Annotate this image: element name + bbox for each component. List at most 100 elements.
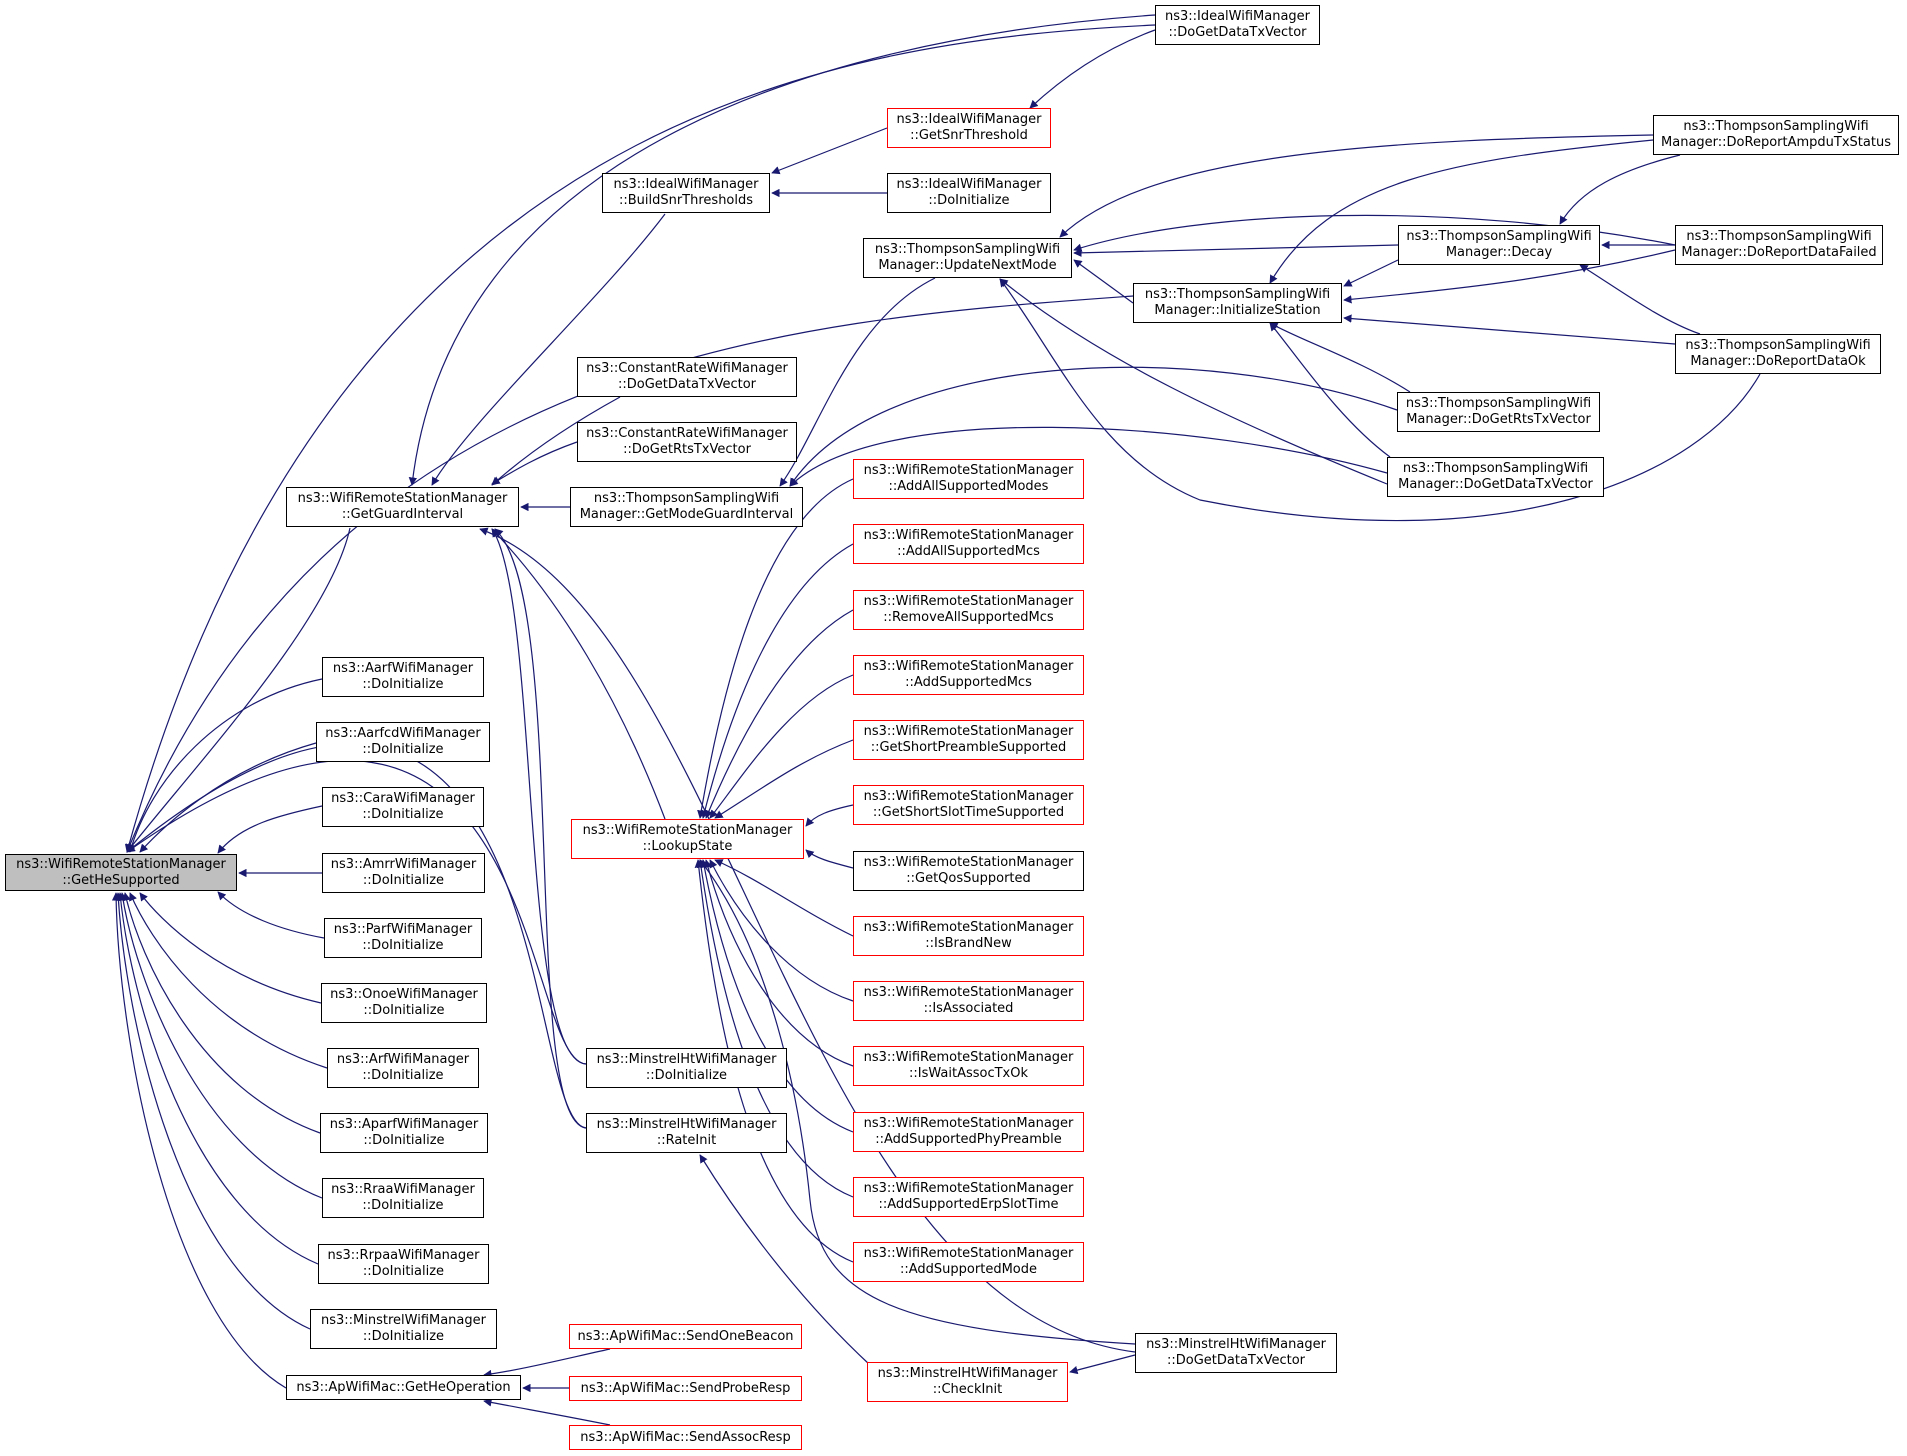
node-mhtdata[interactable]: ns3::MinstrelHtWifiManager::DoGetDataTxV… — [1135, 1333, 1337, 1373]
node-getguard[interactable]: ns3::WifiRemoteStationManager::GetGuardI… — [286, 487, 519, 527]
node-addmode[interactable]: ns3::WifiRemoteStationManager::AddSuppor… — [853, 1242, 1084, 1282]
edge-lookup-phypre — [700, 859, 854, 1133]
edge-tsupdate-tsdata — [999, 278, 1388, 485]
node-idealdata[interactable]: ns3::IdealWifiManager::DoGetDataTxVector — [1155, 5, 1320, 45]
node-lookup[interactable]: ns3::WifiRemoteStationManager::LookupSta… — [571, 819, 804, 859]
node-idealsnr[interactable]: ns3::IdealWifiManager::GetSnrThreshold — [887, 108, 1051, 148]
node-arf[interactable]: ns3::ArfWifiManager::DoInitialize — [327, 1048, 479, 1088]
edge-root-getguard — [126, 527, 351, 853]
edge-apheop-sendbeacon — [483, 1348, 611, 1379]
edge-tsupdate-tsampdu — [1059, 134, 1654, 238]
edge-root-arf — [129, 892, 328, 1069]
node-sendassoc[interactable]: ns3::ApWifiMac::SendAssocResp — [569, 1425, 802, 1450]
node-mhtinit[interactable]: ns3::MinstrelHtWifiManager::DoInitialize — [586, 1048, 787, 1088]
node-erpslot[interactable]: ns3::WifiRemoteStationManager::AddSuppor… — [853, 1177, 1084, 1217]
node-aarfcd[interactable]: ns3::AarfcdWifiManager::DoInitialize — [316, 722, 490, 762]
edge-tsupdate-tsok — [999, 278, 1761, 522]
edge-root-mhtrate — [126, 743, 587, 1129]
node-root: ns3::WifiRemoteStationManager::GetHeSupp… — [5, 854, 237, 891]
node-mhtrate[interactable]: ns3::MinstrelHtWifiManager::RateInit — [586, 1113, 787, 1153]
edge-tsinitst-tsrts — [1269, 322, 1411, 393]
node-shortslot[interactable]: ns3::WifiRemoteStationManager::GetShortS… — [853, 785, 1084, 825]
edge-lookup-addmcs — [709, 674, 854, 819]
edge-tsinitst-tsok — [1343, 314, 1676, 345]
edge-lookup-brandnew — [714, 859, 854, 937]
edge-getguard-idealdata — [408, 14, 1156, 486]
edge-getguard-buildsnr — [431, 213, 666, 486]
edge-tsinitst-tsampdu — [1269, 139, 1654, 284]
node-constrts[interactable]: ns3::ConstantRateWifiManager::DoGetRtsTx… — [577, 422, 797, 462]
node-sendprobe[interactable]: ns3::ApWifiMac::SendProbeResp — [569, 1376, 802, 1401]
edge-root-cara — [217, 805, 323, 854]
edge-getguard-lookup — [491, 528, 666, 820]
node-rraa[interactable]: ns3::RraaWifiManager::DoInitialize — [322, 1178, 484, 1218]
edge-lookup-addallmodes — [697, 478, 854, 819]
node-brandnew[interactable]: ns3::WifiRemoteStationManager::IsBrandNe… — [853, 916, 1084, 956]
edge-lookup-qos — [805, 849, 854, 869]
edge-root-parf — [217, 891, 325, 939]
node-idealinit[interactable]: ns3::IdealWifiManager::DoInitialize — [887, 173, 1051, 213]
edge-tsdecay-tsok — [1579, 264, 1701, 335]
edge-lookup-shortpre — [714, 739, 854, 819]
edge-idealsnr-idealdata — [1029, 29, 1156, 109]
edge-root-aarfcd — [139, 742, 317, 853]
edge-getguard-mhtdata — [479, 527, 1136, 1353]
edge-tsguard-tsdata — [789, 426, 1388, 487]
edge-root-mhtinit — [126, 760, 587, 1065]
edge-buildsnr-idealsnr — [771, 127, 888, 175]
node-apheop[interactable]: ns3::ApWifiMac::GetHeOperation — [286, 1375, 521, 1400]
node-qos[interactable]: ns3::WifiRemoteStationManager::GetQosSup… — [853, 851, 1084, 891]
edge-mhtrate-mhtcheck — [699, 1154, 871, 1366]
node-addmcs[interactable]: ns3::WifiRemoteStationManager::AddSuppor… — [853, 655, 1084, 695]
edge-apheop-sendassoc — [483, 1398, 611, 1426]
edge-root-apheop — [111, 892, 287, 1389]
edge-getguard-mhtrate — [494, 528, 587, 1129]
node-buildsnr[interactable]: ns3::IdealWifiManager::BuildSnrThreshold… — [602, 173, 770, 213]
edge-lookup-addmode — [694, 859, 854, 1263]
node-rrpaa[interactable]: ns3::RrpaaWifiManager::DoInitialize — [318, 1244, 489, 1284]
node-aarf[interactable]: ns3::AarfWifiManager::DoInitialize — [322, 657, 484, 697]
edge-lookup-assoc — [709, 859, 854, 1002]
edge-tsguard-tsupdate — [779, 277, 936, 487]
node-assoc[interactable]: ns3::WifiRemoteStationManager::IsAssocia… — [853, 981, 1084, 1021]
edge-root-aparf — [122, 892, 321, 1134]
edge-lookup-shortslot — [805, 804, 854, 827]
edge-tsinitst-tsfailed — [1343, 249, 1676, 304]
edge-lookup-removeallmcs — [705, 609, 854, 819]
node-addallmcs[interactable]: ns3::WifiRemoteStationManager::AddAllSup… — [853, 524, 1084, 564]
edge-mhtcheck-mhtdata — [1069, 1354, 1136, 1375]
node-aparf[interactable]: ns3::AparfWifiManager::DoInitialize — [320, 1113, 488, 1153]
node-cara[interactable]: ns3::CaraWifiManager::DoInitialize — [322, 787, 484, 827]
node-removeallmcs[interactable]: ns3::WifiRemoteStationManager::RemoveAll… — [853, 590, 1084, 630]
edge-root-minstrel — [114, 892, 311, 1330]
edge-lookup-waitassoc — [703, 859, 854, 1067]
node-waitassoc[interactable]: ns3::WifiRemoteStationManager::IsWaitAss… — [853, 1046, 1084, 1086]
edge-tsinitst-tsdecay — [1343, 259, 1399, 287]
node-mhtcheck[interactable]: ns3::MinstrelHtWifiManager::CheckInit — [867, 1362, 1068, 1402]
node-phypre[interactable]: ns3::WifiRemoteStationManager::AddSuppor… — [853, 1112, 1084, 1152]
edge-root-rrpaa — [116, 892, 319, 1265]
edge-tsdecay-tsampdu — [1559, 154, 1681, 225]
node-sendbeacon[interactable]: ns3::ApWifiMac::SendOneBeacon — [569, 1324, 802, 1349]
edge-root-idealdata — [124, 24, 1156, 853]
node-amrr[interactable]: ns3::AmrrWifiManager::DoInitialize — [322, 853, 485, 893]
node-onoe[interactable]: ns3::OnoeWifiManager::DoInitialize — [321, 983, 487, 1023]
edge-lookup-addallmcs — [700, 543, 854, 819]
node-addallmodes[interactable]: ns3::WifiRemoteStationManager::AddAllSup… — [853, 459, 1084, 499]
node-shortpre[interactable]: ns3::WifiRemoteStationManager::GetShortP… — [853, 720, 1084, 760]
node-constdata[interactable]: ns3::ConstantRateWifiManager::DoGetDataT… — [577, 357, 797, 397]
node-parf[interactable]: ns3::ParfWifiManager::DoInitialize — [324, 918, 482, 958]
node-minstrel[interactable]: ns3::MinstrelWifiManager::DoInitialize — [310, 1309, 497, 1349]
edge-tsupdate-tsinitst — [1073, 259, 1134, 304]
